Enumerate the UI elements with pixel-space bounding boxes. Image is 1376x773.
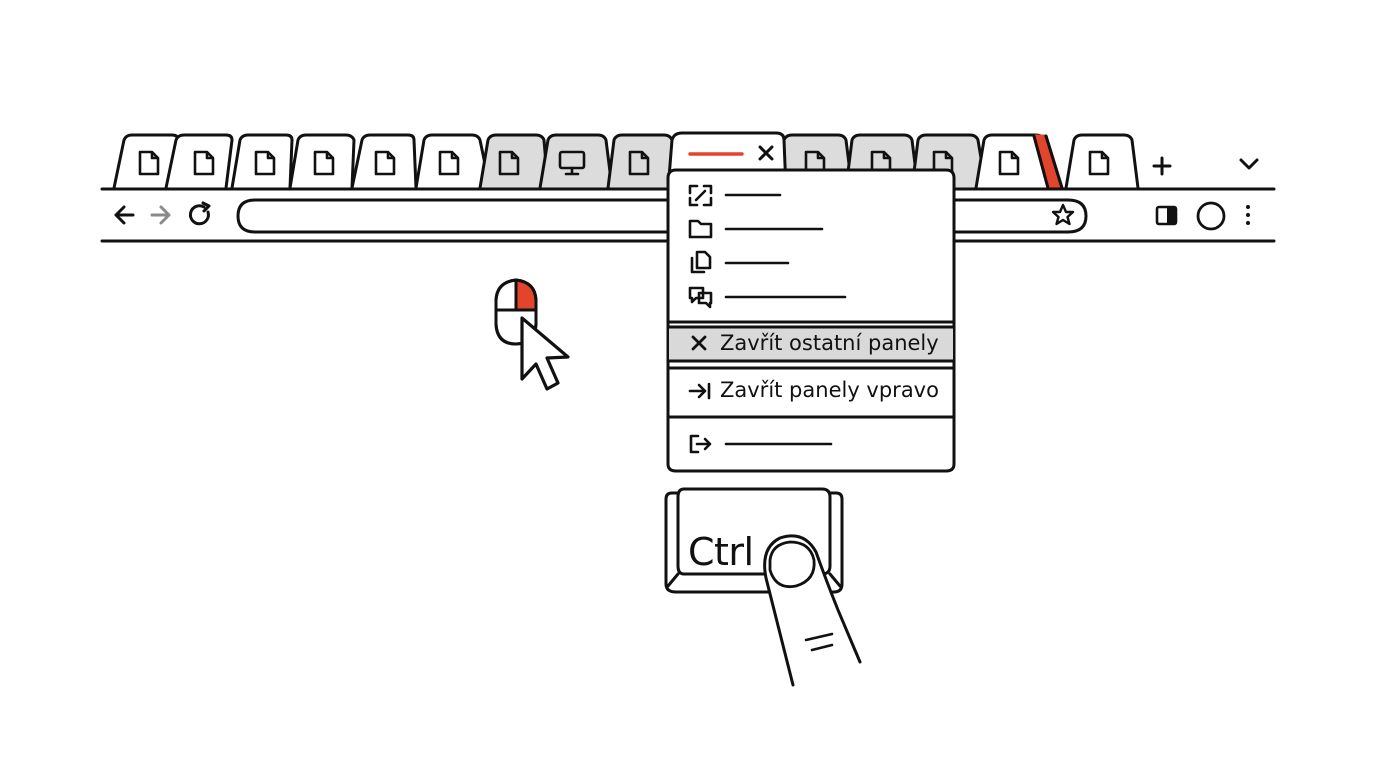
fullscreen-icon (688, 184, 713, 207)
close-tabs-right-label: Zavřít panely vpravo (720, 378, 939, 402)
page-icon (138, 150, 160, 176)
kebab-menu-icon[interactable] (1246, 205, 1250, 225)
side-panel-icon[interactable] (1155, 205, 1178, 226)
tab[interactable] (1064, 133, 1140, 190)
tab[interactable] (164, 133, 234, 190)
tab-group-icon (688, 286, 713, 309)
page-icon (313, 150, 335, 176)
address-bar[interactable] (236, 198, 1088, 234)
close-right-icon (688, 382, 711, 400)
tab[interactable] (478, 133, 550, 190)
duplicate-icon (690, 250, 712, 274)
tab[interactable] (230, 133, 294, 190)
close-other-tabs-item[interactable] (691, 335, 707, 351)
arrow-right-icon[interactable] (150, 205, 171, 225)
context-menu (666, 168, 956, 473)
close-other-tabs-label: Zavřít ostatní panely (720, 331, 939, 355)
page-icon (998, 150, 1020, 176)
reload-icon[interactable] (188, 201, 211, 226)
monitor-icon (558, 150, 586, 176)
page-icon (1088, 150, 1110, 176)
tab[interactable] (974, 133, 1064, 190)
page-icon (438, 150, 460, 176)
plus-icon[interactable] (1152, 156, 1172, 176)
context-menu-item[interactable] (688, 184, 782, 207)
context-menu-item[interactable] (688, 286, 847, 309)
tab[interactable] (606, 133, 682, 190)
close-icon (691, 335, 707, 351)
close-tabs-right-item[interactable] (688, 382, 711, 400)
close-icon[interactable] (758, 145, 774, 161)
star-icon[interactable] (1051, 203, 1075, 226)
tab[interactable] (538, 133, 614, 190)
profile-circle-icon[interactable] (1196, 201, 1226, 231)
ctrl-key-label: Ctrl (688, 530, 754, 574)
fingernail (768, 540, 816, 589)
page-icon (628, 150, 650, 176)
exit-icon (689, 434, 712, 454)
tab[interactable] (350, 133, 418, 190)
context-menu-item[interactable] (690, 250, 790, 274)
context-menu-item[interactable] (689, 434, 833, 454)
chevron-down-icon[interactable] (1239, 158, 1259, 170)
page-icon (374, 150, 396, 176)
arrow-left-icon[interactable] (114, 205, 135, 225)
cursor-arrow-icon (520, 316, 570, 391)
page-icon (254, 150, 276, 176)
tab[interactable] (414, 133, 492, 190)
mouse-right-button-pressed (517, 281, 535, 309)
tab[interactable] (288, 133, 356, 190)
page-icon (193, 150, 215, 176)
highlighted-item-background (669, 327, 953, 361)
finger-pressing-key (763, 534, 862, 687)
page-icon (498, 150, 520, 176)
context-menu-item[interactable] (688, 219, 824, 239)
folder-icon (688, 219, 713, 239)
